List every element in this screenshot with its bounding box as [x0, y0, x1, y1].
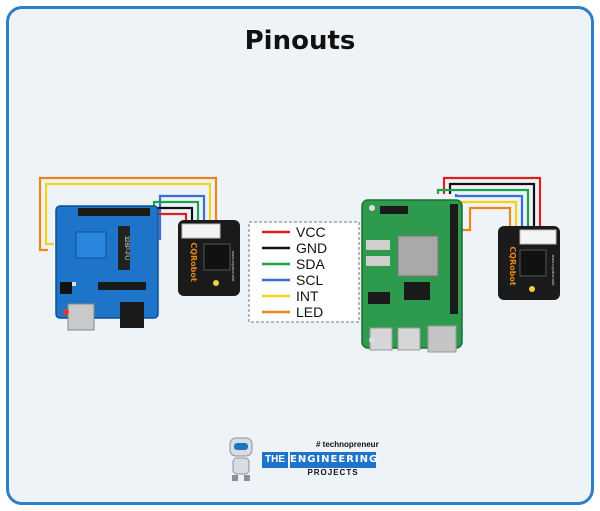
legend-label-vcc: VCC: [296, 224, 326, 240]
wire-scl-left: [158, 194, 206, 240]
legend-label-led: LED: [296, 304, 323, 320]
wire-led-right: [462, 206, 512, 232]
sensor-left-brand: CQRobot: [189, 242, 198, 282]
legend-label-scl: SCL: [296, 272, 323, 288]
raspberry-pi-board-icon: [361, 199, 463, 353]
legend-label-sda: SDA: [296, 256, 325, 272]
legend-label-gnd: GND: [296, 240, 327, 256]
wire-led-left: [38, 176, 218, 252]
robot-mascot-icon: [229, 437, 253, 481]
sensor-right: CQRobot www.cqrobot.wiki: [498, 226, 560, 300]
sensor-left-url: www.cqrobot.wiki: [231, 251, 236, 282]
legend-label-int: INT: [296, 288, 319, 304]
sensor-left: CQRobot www.cqrobot.wiki: [178, 220, 240, 296]
legend-box: [248, 221, 360, 323]
wire-scl-right: [454, 194, 524, 228]
right-wires: [428, 176, 542, 232]
diagram-title: Pinouts: [244, 26, 356, 56]
sensor-right-brand: CQRobot: [508, 246, 517, 286]
arduino-chip-label: 328P-PU: [123, 236, 129, 260]
logo-tagline: # technopreneur: [316, 440, 379, 449]
logo-the: THE: [262, 452, 288, 468]
wire-int-left: [44, 182, 212, 246]
logo-engineering: ENGINEERING: [290, 452, 377, 468]
wire-sda-right: [436, 188, 530, 228]
logo-projects: PROJECTS: [307, 468, 359, 477]
sensor-right-url: www.cqrobot.wiki: [551, 255, 556, 286]
wire-vcc-right: [442, 176, 542, 228]
arduino-uno-board-icon: 328P-PU: [55, 205, 159, 331]
